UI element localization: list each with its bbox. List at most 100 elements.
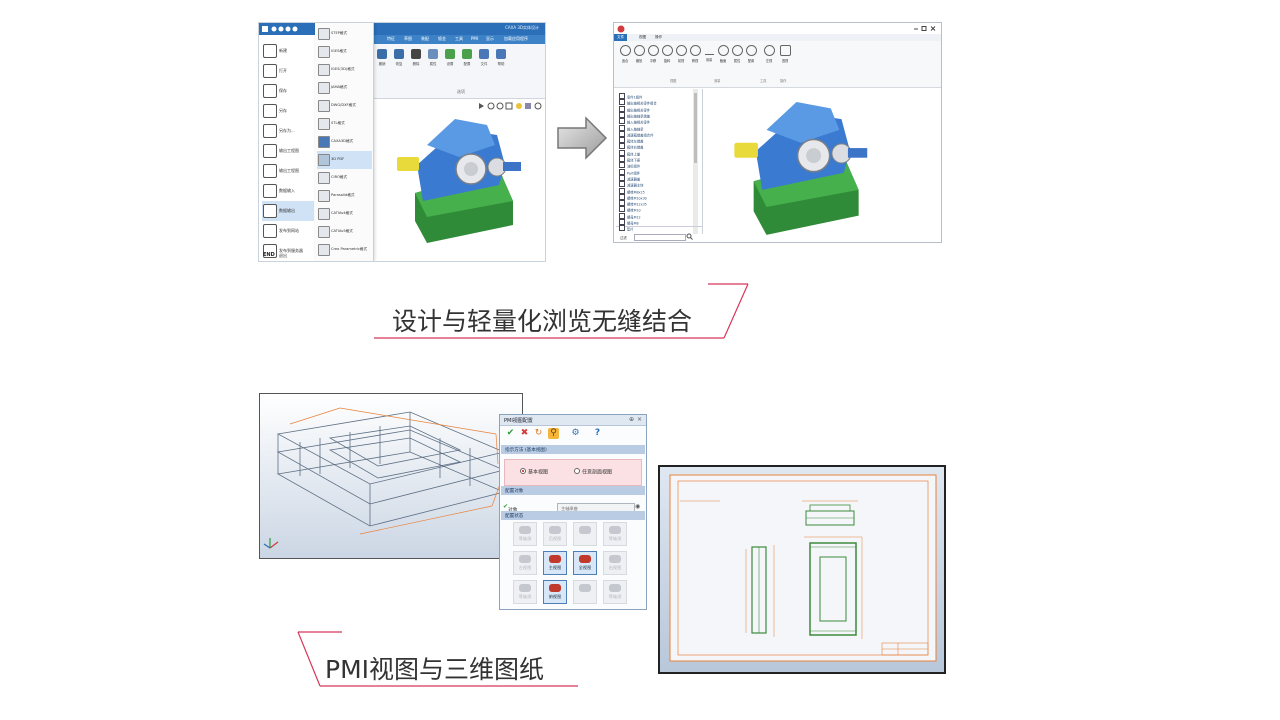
tree-item[interactable]: 螺栓M12x35: [619, 200, 647, 207]
tree-item[interactable]: 油标组件: [619, 162, 640, 169]
tree-item[interactable]: 螺栓M10x30: [619, 193, 647, 200]
radio-basic-view[interactable]: 基本视图: [520, 468, 548, 476]
pin-icon[interactable]: ⊕: [628, 416, 634, 423]
tab-4[interactable]: 钣金: [438, 36, 446, 41]
close-icon[interactable]: ×: [636, 416, 642, 423]
search-icon[interactable]: [686, 233, 693, 240]
tab-7[interactable]: 显示: [486, 36, 494, 41]
tree-item[interactable]: 零件1组件: [619, 93, 642, 99]
menu-item-save[interactable]: 保存: [262, 81, 314, 101]
check-icon[interactable]: ✔: [506, 428, 515, 438]
tab-3[interactable]: 装配: [421, 36, 429, 41]
viewer-btn-rotate[interactable]: 旋转: [660, 43, 674, 67]
checkbox-icon[interactable]: [619, 124, 625, 131]
checkbox-icon[interactable]: [619, 149, 625, 156]
ribbon-button-undo[interactable]: 撤销: [373, 47, 391, 73]
viewer-btn-front[interactable]: 前视: [674, 43, 688, 67]
viewer-btn-section[interactable]: 截面: [716, 43, 730, 67]
menu-item-open[interactable]: 打开: [262, 61, 314, 81]
ribbon-button-help[interactable]: 帮助: [492, 47, 510, 73]
tree-filter-input[interactable]: [634, 234, 686, 241]
checkbox-icon[interactable]: [619, 105, 625, 112]
submenu-item-iges3d[interactable]: IGES(3D)格式: [317, 61, 372, 79]
ribbon-button-config[interactable]: 配置: [458, 47, 476, 73]
submenu-item-catia4[interactable]: CATIAv4格式: [317, 205, 372, 223]
ribbon-button-redo[interactable]: 恢复: [390, 47, 408, 73]
tree-item[interactable]: 输入轴相关零件: [619, 118, 650, 125]
view-option-cell[interactable]: 主视图: [543, 551, 567, 575]
ribbon-button-file[interactable]: 文件: [475, 47, 493, 73]
submenu-item-ciro[interactable]: CIRO格式: [317, 169, 372, 187]
submenu-item-stl[interactable]: STL格式: [317, 115, 372, 133]
checkbox-icon[interactable]: [619, 137, 625, 144]
submenu-item-3dpdf[interactable]: 3D PDF: [317, 151, 372, 169]
menu-item-save-as[interactable]: 另存为...: [262, 121, 314, 141]
ribbon-button-properties[interactable]: 属性: [424, 47, 442, 73]
viewer-tab-file[interactable]: 文件: [614, 34, 628, 41]
checkbox-icon[interactable]: [619, 118, 625, 125]
checkbox-icon[interactable]: [619, 187, 625, 194]
checkbox-icon[interactable]: [619, 206, 625, 213]
tab-6[interactable]: PMI: [471, 36, 479, 41]
view-option-cell[interactable]: 等轴测: [513, 580, 537, 604]
submenu-item-catia5[interactable]: CATIAv5格式: [317, 223, 372, 241]
quick-access-toolbar[interactable]: [261, 24, 311, 34]
search-icon[interactable]: ⚲: [548, 428, 559, 439]
menu-item-export[interactable]: 数据输出: [262, 201, 314, 221]
viewer-tab-operate[interactable]: 操作: [655, 35, 663, 39]
menu-item-publish-web[interactable]: 发布到网站: [262, 221, 314, 241]
menu-item-exit[interactable]: 退出: [279, 253, 287, 258]
close-icon[interactable]: ✖: [520, 428, 529, 438]
tree-item[interactable]: 箱体上盖: [619, 149, 640, 156]
tree-item[interactable]: 螺母M12: [619, 212, 641, 219]
viewer-btn-top[interactable]: 俯视: [688, 43, 702, 67]
submenu-item-dwg[interactable]: DWG/DXF格式: [317, 97, 372, 115]
checkbox-icon[interactable]: [619, 200, 625, 207]
viewer-tab-view[interactable]: 视图: [639, 35, 647, 39]
submenu-item-iges[interactable]: IGES格式: [317, 43, 372, 61]
checkbox-icon[interactable]: [619, 219, 625, 225]
view-option-cell[interactable]: 等轴测: [603, 580, 627, 604]
viewer-btn-fit[interactable]: 适合: [618, 43, 632, 67]
submenu-item-parasolid[interactable]: Parasolid格式: [317, 187, 372, 205]
viewer-btn-property[interactable]: 属性: [730, 43, 744, 67]
tree-item[interactable]: 箱体左端盖: [619, 137, 643, 144]
checkbox-icon[interactable]: [619, 174, 625, 181]
submenu-item-step[interactable]: STEP格式: [317, 25, 372, 43]
tree-item[interactable]: 垫片: [619, 225, 634, 232]
view-option-cell[interactable]: [573, 522, 597, 546]
view-option-cell[interactable]: 等轴测: [513, 522, 537, 546]
refresh-icon[interactable]: ↻: [534, 428, 543, 438]
tree-item[interactable]: 箱体右端盖: [619, 143, 643, 150]
checkbox-icon[interactable]: [619, 212, 625, 219]
checkbox-icon[interactable]: [619, 99, 625, 106]
tree-item[interactable]: 输入轴轴承: [619, 124, 643, 131]
checkbox-icon[interactable]: [619, 130, 625, 137]
view-option-cell[interactable]: 等轴测: [603, 522, 627, 546]
view-option-cell[interactable]: [573, 580, 597, 604]
checkbox-icon[interactable]: [619, 225, 625, 232]
submenu-item-jama[interactable]: JAMA格式: [317, 79, 372, 97]
menu-item-publish-server[interactable]: 发布到服务器: [262, 241, 314, 258]
checkbox-icon[interactable]: [619, 181, 625, 188]
tree-item[interactable]: 输出轴轴承端盖: [619, 111, 650, 118]
ribbon-button-delete[interactable]: 删除: [407, 47, 425, 73]
viewer-btn-zoom[interactable]: 缩放: [632, 43, 646, 67]
view-option-cell[interactable]: 左视图: [513, 551, 537, 575]
checkbox-icon[interactable]: [619, 93, 625, 99]
window-controls[interactable]: [912, 25, 938, 32]
tree-item[interactable]: 减速箱端盖组合件: [619, 130, 653, 137]
tree-item[interactable]: Part组件: [619, 168, 640, 175]
checkbox-icon[interactable]: [619, 193, 625, 200]
checkbox-icon[interactable]: [619, 111, 625, 118]
tree-item[interactable]: 输出轴相关零件: [619, 105, 650, 112]
viewport-toolbar[interactable]: [477, 101, 543, 111]
viewer-btn-config[interactable]: 配置: [744, 43, 758, 67]
tree-item[interactable]: 减速器主体: [619, 181, 643, 188]
tree-item[interactable]: 输出轴相关零件组合: [619, 99, 657, 106]
tab-8[interactable]: 加载应用程序: [504, 36, 528, 41]
menu-item-new[interactable]: 新建: [262, 41, 314, 61]
checkbox-icon[interactable]: [619, 143, 625, 150]
menu-item-import[interactable]: 数据输入: [262, 181, 314, 201]
checkbox-icon[interactable]: [619, 162, 625, 169]
